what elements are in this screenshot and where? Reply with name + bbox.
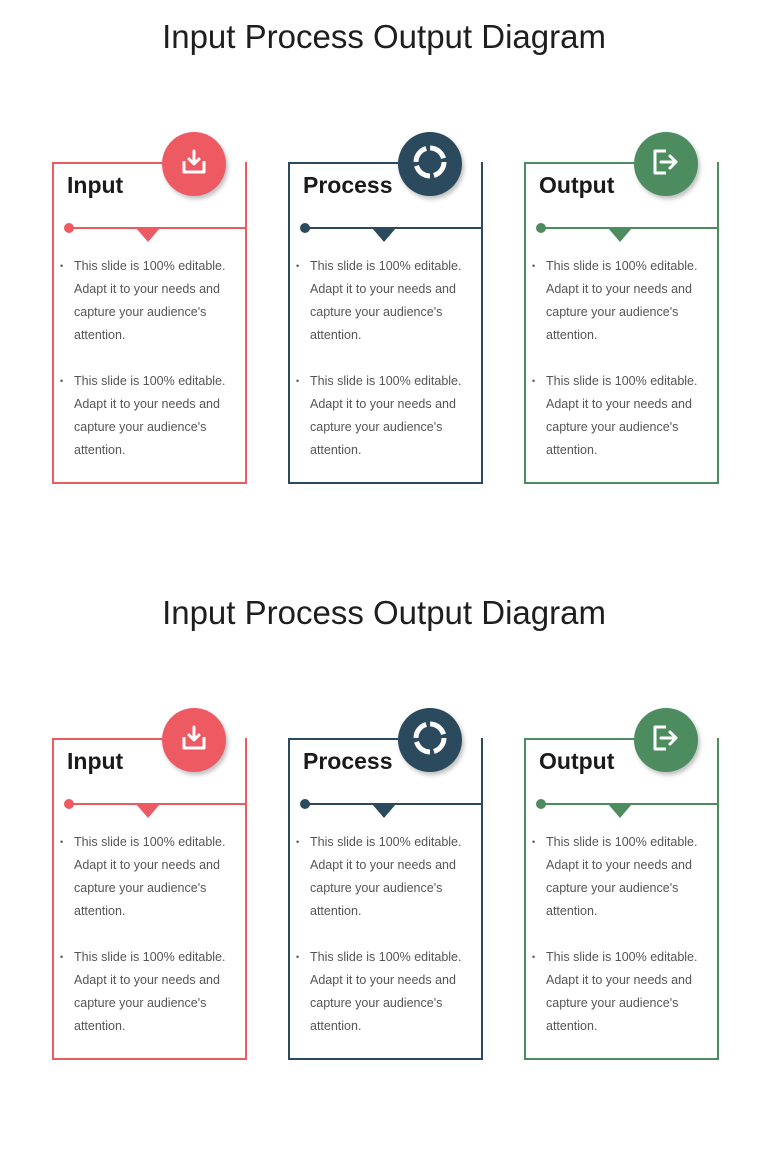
divider-pointer: [608, 228, 632, 242]
divider-dot: [536, 799, 546, 809]
divider-dot: [300, 223, 310, 233]
refresh-cycle-icon: [410, 142, 450, 187]
bullet-list: This slide is 100% editable. Adapt it to…: [60, 831, 242, 1061]
bullet-item: This slide is 100% editable. Adapt it to…: [60, 255, 242, 347]
divider-dot: [64, 799, 74, 809]
slide-title: Input Process Output Diagram: [162, 594, 606, 631]
bullet-item: This slide is 100% editable. Adapt it to…: [296, 255, 478, 347]
process-badge: [398, 708, 462, 772]
bullet-item: This slide is 100% editable. Adapt it to…: [296, 946, 478, 1038]
download-tray-icon: [180, 148, 208, 181]
card-title: Output: [539, 748, 615, 774]
card-title: Input: [67, 748, 124, 774]
process-card: Process This slide is 100% editable. Ada…: [288, 132, 483, 485]
input-card: Input This slide is 100% editable. Adapt…: [52, 708, 247, 1061]
divider-dot: [64, 223, 74, 233]
divider-pointer: [136, 228, 160, 242]
card-frame: [52, 162, 247, 484]
divider-pointer: [372, 228, 396, 242]
output-card: Output This slide is 100% editable. Adap…: [524, 708, 719, 1061]
output-card: Output This slide is 100% editable. Adap…: [524, 132, 719, 485]
input-badge: [162, 708, 226, 772]
bullet-item: This slide is 100% editable. Adapt it to…: [60, 831, 242, 923]
card-top-line: [52, 738, 162, 740]
bullet-list: This slide is 100% editable. Adapt it to…: [296, 831, 478, 1061]
card-top-line: [524, 162, 634, 164]
bullet-item: This slide is 100% editable. Adapt it to…: [60, 946, 242, 1038]
card-frame: [524, 162, 719, 484]
card-top-line: [288, 738, 398, 740]
slide-title: Input Process Output Diagram: [162, 18, 606, 55]
bullet-list: This slide is 100% editable. Adapt it to…: [296, 255, 478, 485]
slide-2: Input Process Output Diagram Input This …: [0, 576, 768, 1152]
input-badge: [162, 132, 226, 196]
download-tray-icon: [180, 724, 208, 757]
bullet-item: This slide is 100% editable. Adapt it to…: [532, 946, 714, 1038]
bullet-list: This slide is 100% editable. Adapt it to…: [532, 831, 714, 1061]
bullet-item: This slide is 100% editable. Adapt it to…: [296, 370, 478, 462]
card-frame: [288, 162, 483, 484]
card-title: Process: [303, 748, 393, 774]
exit-arrow-icon: [650, 722, 682, 759]
divider-pointer: [372, 804, 396, 818]
card-title: Process: [303, 172, 393, 198]
card-top-line: [52, 162, 162, 164]
bullet-list: This slide is 100% editable. Adapt it to…: [60, 255, 242, 485]
divider-dot: [536, 223, 546, 233]
bullet-item: This slide is 100% editable. Adapt it to…: [532, 255, 714, 347]
bullet-item: This slide is 100% editable. Adapt it to…: [296, 831, 478, 923]
card-top-line: [288, 162, 398, 164]
bullet-item: This slide is 100% editable. Adapt it to…: [532, 831, 714, 923]
bullet-item: This slide is 100% editable. Adapt it to…: [532, 370, 714, 462]
divider-pointer: [608, 804, 632, 818]
exit-arrow-icon: [650, 146, 682, 183]
process-card: Process This slide is 100% editable. Ada…: [288, 708, 483, 1061]
bullet-item: This slide is 100% editable. Adapt it to…: [60, 370, 242, 462]
output-badge: [634, 132, 698, 196]
bullet-list: This slide is 100% editable. Adapt it to…: [532, 255, 714, 485]
input-card: Input This slide is 100% editable. Adapt…: [52, 132, 247, 485]
divider-pointer: [136, 804, 160, 818]
output-badge: [634, 708, 698, 772]
process-badge: [398, 132, 462, 196]
card-title: Input: [67, 172, 124, 198]
slide-1: Input Process Output Diagram Input This …: [0, 0, 768, 576]
card-title: Output: [539, 172, 615, 198]
divider-dot: [300, 799, 310, 809]
refresh-cycle-icon: [410, 718, 450, 763]
card-top-line: [524, 738, 634, 740]
